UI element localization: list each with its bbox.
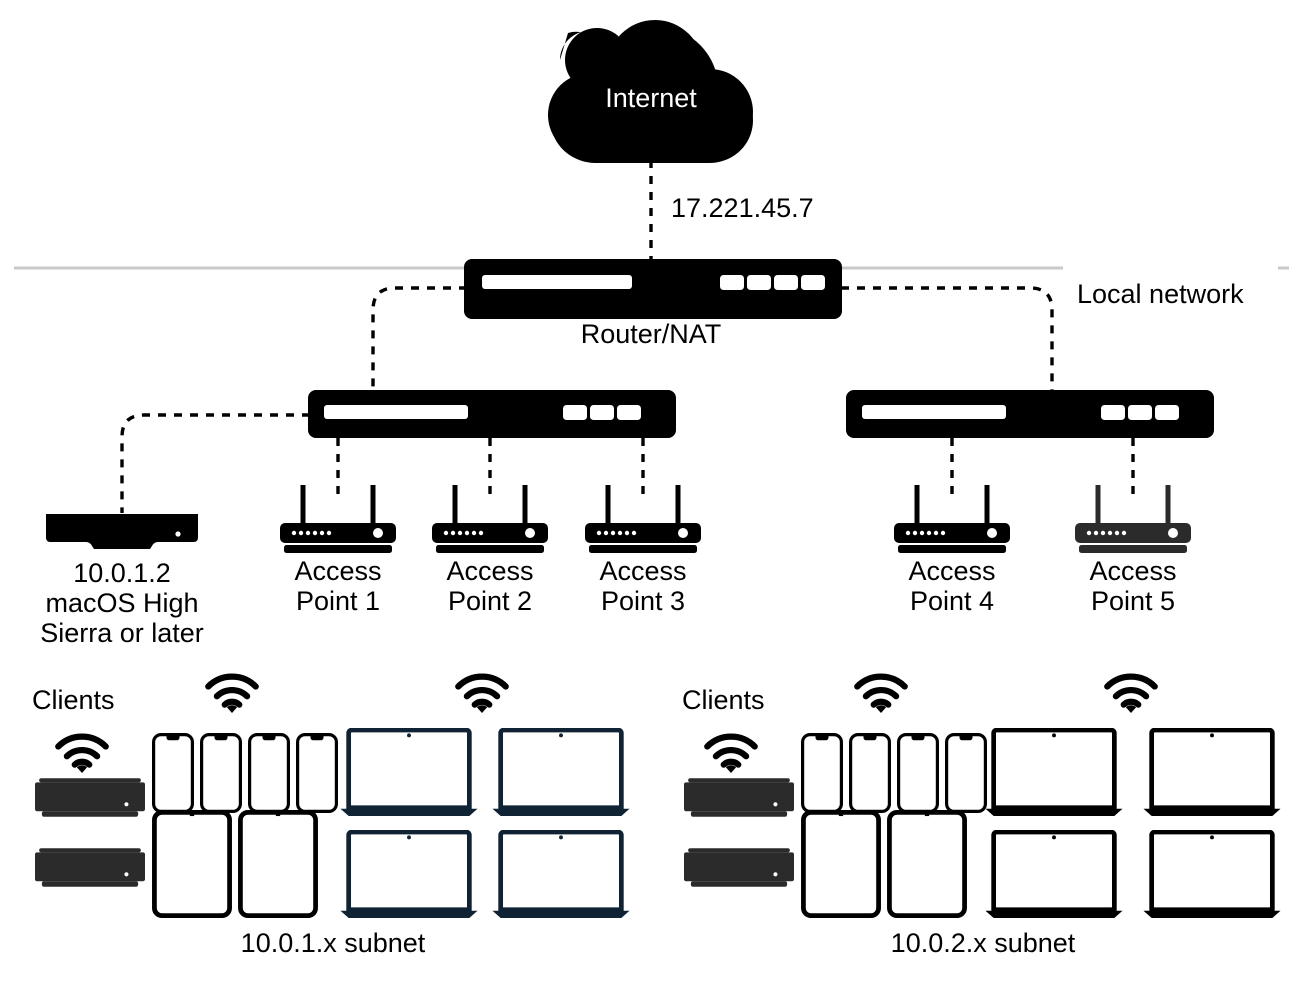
server-os-line-1: macOS High [45, 588, 198, 618]
wifi-icon [458, 677, 506, 713]
access-point-2 [432, 485, 548, 553]
laptop-icon [1143, 730, 1280, 816]
switch-left-to-server-link [120, 413, 310, 513]
laptop-icon [492, 730, 629, 816]
wan-ip-label: 17.221.45.7 [671, 193, 814, 223]
wifi-icon [1107, 677, 1155, 713]
access-point-3 [585, 485, 701, 553]
server-os-line-2: Sierra or later [40, 618, 204, 648]
local-network-label: Local network [1077, 279, 1244, 309]
subnet-right-group: Clients 10.0.2.x subnet [682, 677, 1281, 958]
ipad-icon [889, 812, 964, 915]
laptop-icon [492, 832, 629, 918]
router-device [464, 259, 842, 319]
mac-mini-icon [684, 778, 794, 817]
laptop-icon [340, 730, 477, 816]
switch-left-device [308, 390, 676, 438]
access-point-3-label-line2: Point 3 [601, 586, 685, 616]
server-ip-label: 10.0.1.2 [73, 558, 171, 588]
cloud-label: Internet [605, 83, 697, 113]
wifi-icon [58, 737, 106, 773]
iphone-icon [248, 733, 290, 813]
access-point-3-label-line1: Access [599, 556, 686, 586]
iphone-icon [801, 733, 843, 813]
mac-mini-icon [35, 778, 145, 817]
iphone-icon [200, 733, 242, 813]
subnet-left-label: 10.0.1.x subnet [241, 928, 426, 958]
subnet-right-clients-label: Clients [682, 685, 765, 715]
subnet-left-clients-label: Clients [32, 685, 115, 715]
iphone-icon [945, 733, 987, 813]
ipad-icon [154, 812, 229, 915]
access-point-4-label-line2: Point 4 [910, 586, 994, 616]
router-label: Router/NAT [581, 319, 722, 349]
access-point-5-label-line1: Access [1089, 556, 1176, 586]
ipad-icon [803, 812, 878, 915]
access-point-1-label-line1: Access [294, 556, 381, 586]
access-point-4-label-line1: Access [908, 556, 995, 586]
laptop-icon [340, 832, 477, 918]
access-point-2-label-line2: Point 2 [448, 586, 532, 616]
access-point-5-label-line2: Point 5 [1091, 586, 1175, 616]
iphone-icon [849, 733, 891, 813]
iphone-icon [152, 733, 194, 813]
mac-mini-icon [684, 848, 794, 887]
wifi-icon [857, 677, 905, 713]
laptop-icon [985, 832, 1122, 918]
access-point-2-label-line1: Access [446, 556, 533, 586]
iphone-icon [296, 733, 338, 813]
access-point-1-label-line2: Point 1 [296, 586, 380, 616]
server-mac-mini [46, 514, 198, 549]
access-point-5 [1075, 485, 1191, 553]
ipad-icon [240, 812, 315, 915]
access-point-4 [894, 485, 1010, 553]
access-point-1 [280, 485, 396, 553]
mac-mini-icon [35, 848, 145, 887]
router-to-switch-right-link [841, 286, 1054, 392]
iphone-icon [897, 733, 939, 813]
switch-right-device [846, 390, 1214, 438]
internet-cloud: Internet [548, 20, 753, 163]
subnet-right-label: 10.0.2.x subnet [891, 928, 1076, 958]
router-to-switch-left-link [371, 286, 467, 392]
subnet-left-group: Clients 10.0.1.x subnet [32, 677, 630, 958]
wifi-icon [208, 677, 256, 713]
wifi-icon [707, 737, 755, 773]
laptop-icon [985, 730, 1122, 816]
laptop-icon [1143, 832, 1280, 918]
